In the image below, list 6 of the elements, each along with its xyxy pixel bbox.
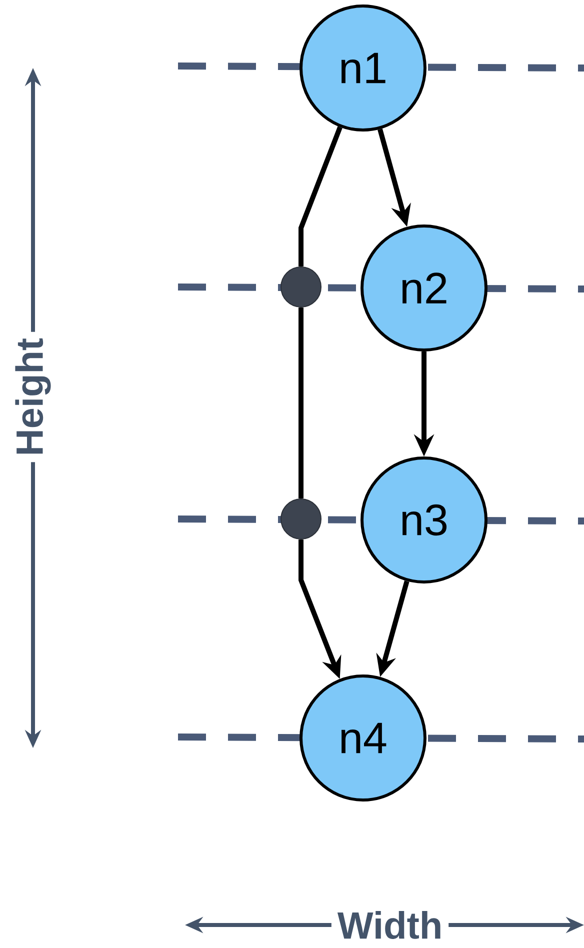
connector-line	[298, 126, 342, 266]
dimension-label: Width	[331, 905, 449, 945]
junction-dot	[280, 498, 322, 540]
dimension-label: Height	[9, 332, 57, 462]
junction-dot	[280, 266, 322, 308]
connector-line	[298, 308, 304, 498]
